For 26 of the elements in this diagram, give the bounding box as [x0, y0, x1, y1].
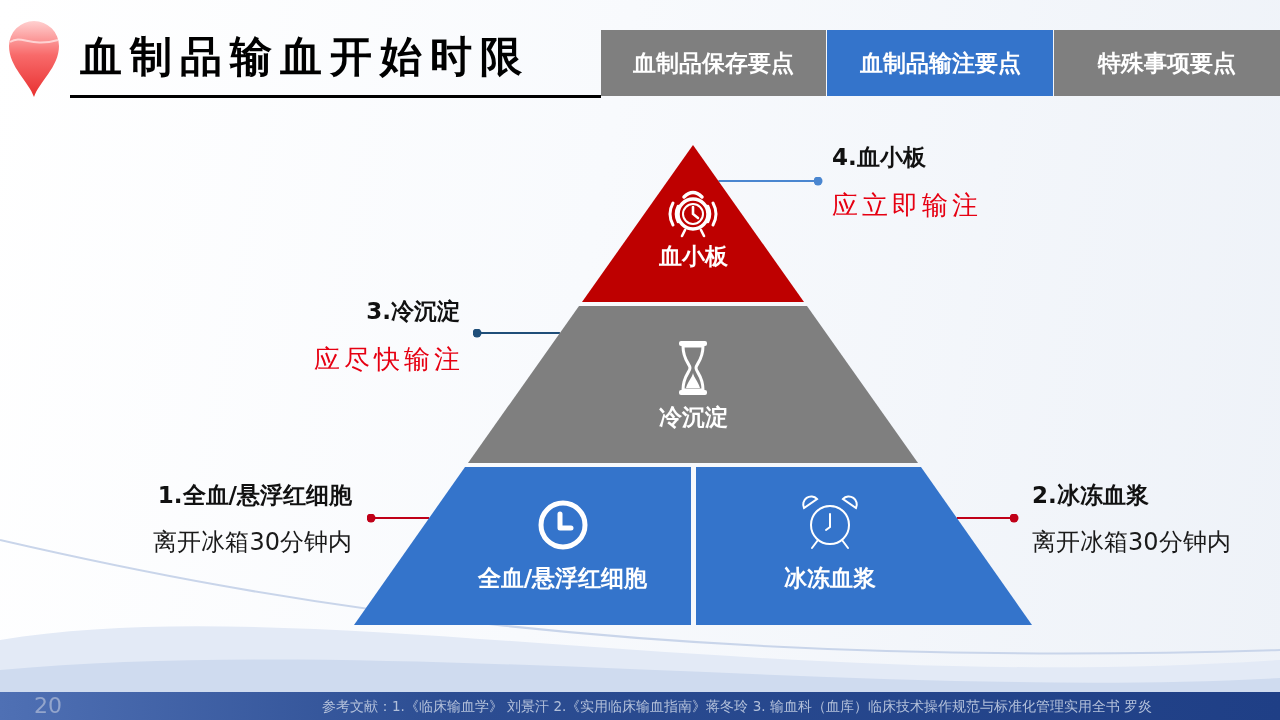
tier-label: 血小板 — [658, 242, 728, 270]
callout-heading: 2.冰冻血浆 — [1032, 481, 1149, 509]
leader-line — [955, 513, 1019, 523]
tier-label: 全血/悬浮红细胞 — [477, 564, 648, 592]
nav-tab: 特殊事项要点 — [1054, 30, 1280, 96]
pyramid-tier — [354, 467, 691, 625]
slide-title: 血制品输血开始时限 — [80, 31, 530, 83]
page-number: 20 — [34, 692, 62, 720]
callout-text: 离开冰箱30分钟内 — [1032, 527, 1231, 557]
tier-label: 冰冻血浆 — [784, 564, 876, 592]
leader-line — [717, 176, 823, 186]
leader-line — [472, 328, 561, 338]
tier-label: 冷沉淀 — [658, 403, 728, 431]
leader-line — [366, 513, 431, 523]
pyramid-tier — [582, 145, 804, 302]
nav-tab: 血制品输注要点 — [827, 30, 1053, 96]
pyramid-tier — [696, 467, 1032, 625]
nav-tab: 血制品保存要点 — [601, 30, 826, 96]
callout-text: 应立即输注 — [832, 189, 982, 221]
callout-heading: 4.血小板 — [832, 143, 926, 171]
reference-note: 参考文献：1.《临床输血学》 刘景汗 2.《实用临床输血指南》蒋冬玲 3. 输血科（血库）临床技术操作规范与标准化管理实用全书 罗炎 — [322, 697, 1153, 716]
callout-heading: 3.冷沉淀 — [366, 297, 460, 325]
pyramid-tier — [468, 306, 918, 463]
callout-text: 应尽快输注 — [314, 343, 464, 375]
callout-text: 离开冰箱30分钟内 — [153, 527, 352, 557]
callout-heading: 1.全血/悬浮红细胞 — [157, 481, 352, 509]
